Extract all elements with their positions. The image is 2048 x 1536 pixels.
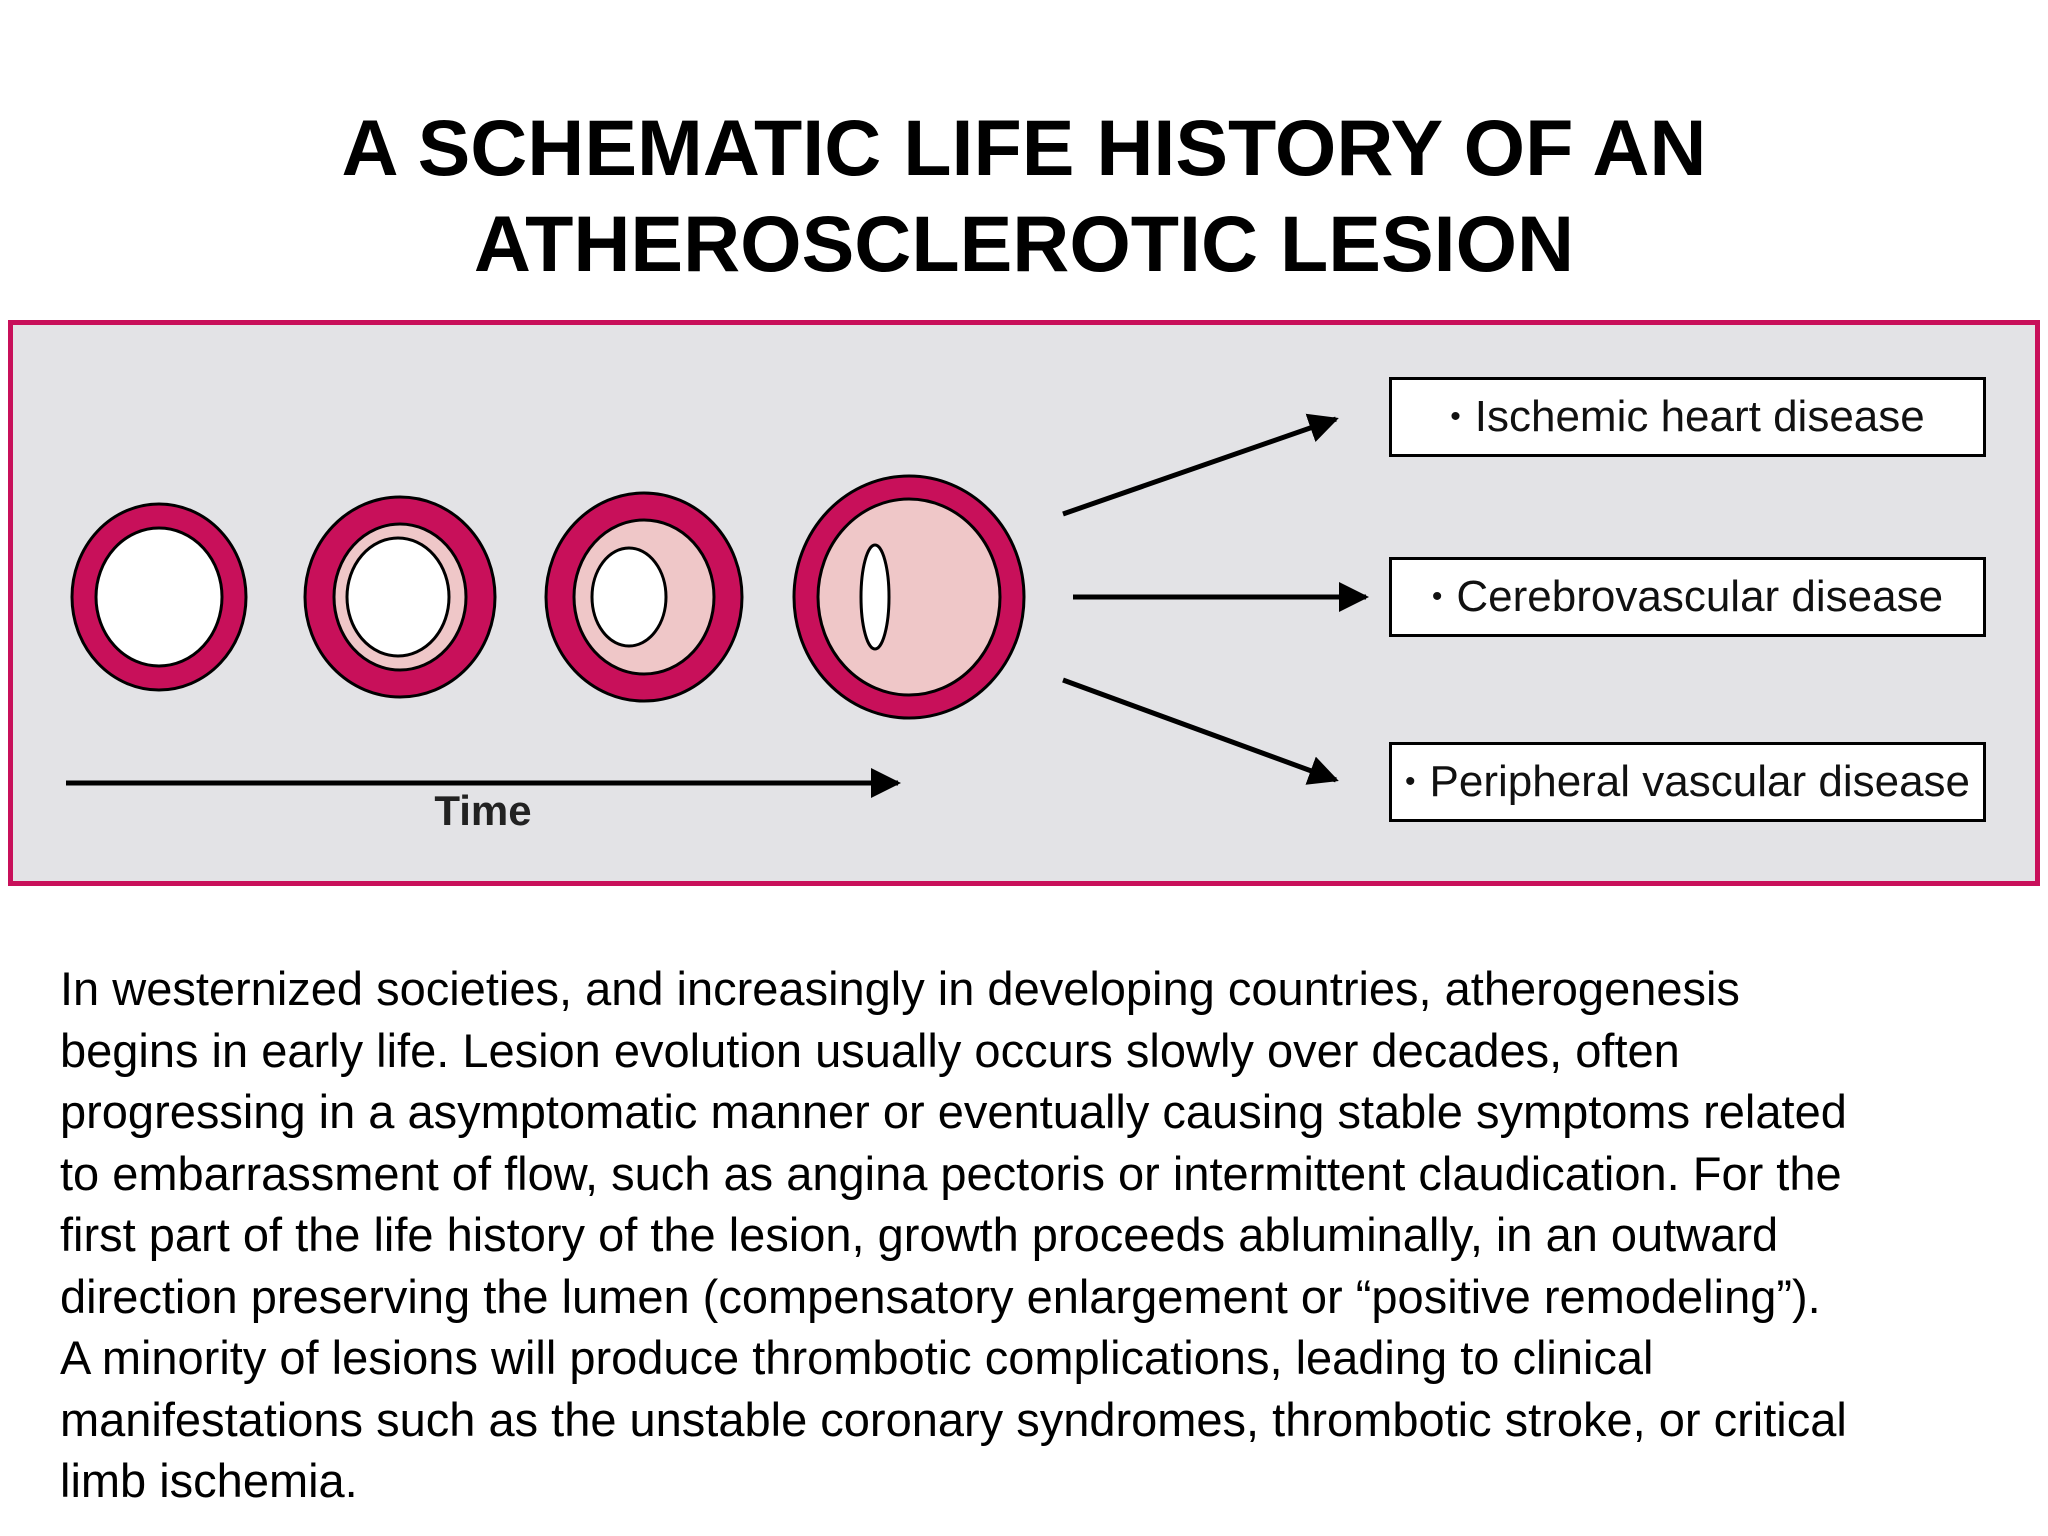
artery-stage-2 [305,497,495,697]
paragraph-line: begins in early life. Lesion evolution u… [60,1020,2020,1082]
paragraph-line: limb ischemia. [60,1450,2020,1512]
bullet-icon: • [1405,765,1416,799]
outcome-label: Peripheral vascular disease [1430,757,1971,807]
paragraph-line: In westernized societies, and increasing… [60,958,2020,1020]
paragraph-line: direction preserving the lumen (compensa… [60,1266,2020,1328]
slide-title: A SCHEMATIC LIFE HISTORY OF AN ATHEROSCL… [0,100,2048,292]
paragraph-line: A minority of lesions will produce throm… [60,1327,2020,1389]
outcome-label: Cerebrovascular disease [1456,572,1943,622]
outcome-label: Ischemic heart disease [1475,392,1925,442]
outcome-box-cerebrovascular-disease: • Cerebrovascular disease [1389,557,1986,637]
outcome-box-peripheral-vascular-disease: • Peripheral vascular disease [1389,742,1986,822]
bullet-icon: • [1450,400,1461,434]
paragraph-line: progressing in a asymptomatic manner or … [60,1081,2020,1143]
time-axis-label: Time [373,787,593,835]
slide-title-line-1: A SCHEMATIC LIFE HISTORY OF AN [0,100,2048,196]
lesion-diagram-panel: Time • Ischemic heart disease • Cerebrov… [8,320,2040,886]
arrow-to-ischemic-heart-disease [1063,419,1336,514]
paragraph-line: first part of the life history of the le… [60,1204,2020,1266]
paragraph-line: to embarrassment of flow, such as angina… [60,1143,2020,1205]
artery-stage-1 [72,504,246,690]
outcome-box-ischemic-heart-disease: • Ischemic heart disease [1389,377,1986,457]
description-paragraph: In westernized societies, and increasing… [60,958,2020,1512]
artery-stage-4 [794,476,1024,718]
paragraph-line: manifestations such as the unstable coro… [60,1389,2020,1451]
artery-stage-3 [546,493,742,701]
arrow-to-peripheral-vascular-disease [1063,680,1336,780]
slide-title-line-2: ATHEROSCLEROTIC LESION [0,196,2048,292]
bullet-icon: • [1432,580,1443,614]
